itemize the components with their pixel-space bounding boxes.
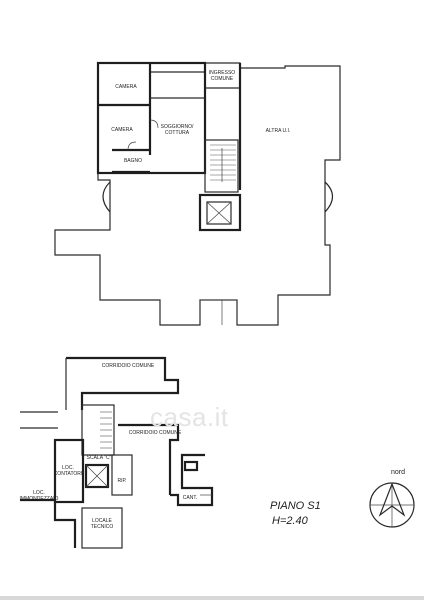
elevator-lower [84,463,110,489]
room-locale-tecnico: LOCALE TECNICO [90,518,114,530]
elevator-cab [206,201,232,225]
room-scala-c: SCALA "C" [86,455,112,461]
elevator-shaft [198,193,242,232]
room-immondezzaio: LOC. IMMONDEZZAIO [19,490,59,502]
room-corridoio-comune-1: CORRIDOIO COMUNE [101,363,155,369]
bay-left [102,181,111,213]
stair-c-treads [100,411,112,449]
floor-height: H=2.40 [272,515,308,527]
room-camera-2: CAMERA [111,127,133,133]
compass-arrow [378,482,406,517]
basement-outer [53,502,77,548]
room-cant-outline [170,453,214,507]
bay-right [324,181,334,213]
room-ingresso-comune: INGRESSO COMUNE [208,70,236,82]
floor-name: PIANO S1 [270,500,321,512]
stair-c [81,404,115,456]
stair-treads [210,144,236,181]
scan-edge [0,596,424,600]
room-bagno: BAGNO [123,158,143,164]
compass-label: nord [390,469,405,476]
corridor-lower [118,423,180,495]
room-rip: RIP. [117,478,127,484]
room-contatori: LOC. CONTATORI [53,465,83,477]
room-tecnico-outline [81,507,123,549]
watermark: casa.it [150,402,229,432]
room-contatori-outline [53,438,85,504]
room-altra-ui: ALTRA U.I. [265,128,291,134]
room-soggiorno: SOGGIORNO/ COTTURA [160,124,194,136]
room-rip-outline [111,454,133,496]
apartment-outline [96,61,207,175]
room-cant: CANT. [182,495,198,501]
corridor-upper [66,356,180,410]
room-camera-1: CAMERA [115,84,137,90]
room-corridoio-comune-2: CORRIDOIO COMUNE [128,430,182,436]
stairwell [204,139,239,193]
